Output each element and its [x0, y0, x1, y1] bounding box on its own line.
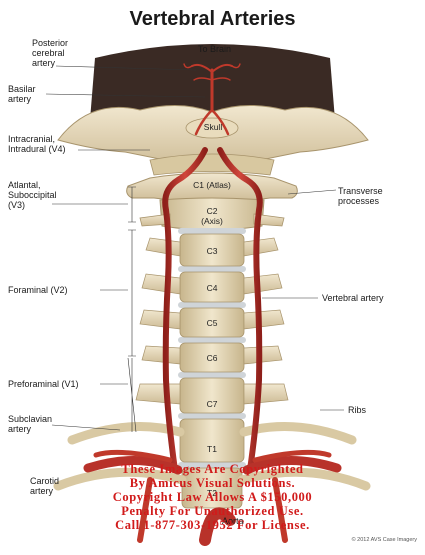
label-v4-segment: Intracranial, Intradural (V4): [8, 134, 66, 154]
label-v3-segment: Atlantal, Suboccipital (V3): [8, 180, 57, 210]
copyright-watermark: These Images Are Copyrighted By Amicus V…: [0, 462, 425, 532]
watermark-line: Penalty For Unauthorized Use.: [121, 504, 304, 518]
watermark-line: These Images Are Copyrighted: [121, 462, 304, 476]
label-vertebra-c2: C2 (Axis): [201, 206, 223, 226]
label-carotid-artery: Carotid artery: [30, 476, 60, 496]
label-skull: Skull: [203, 122, 223, 132]
label-subclavian-artery: Subclavian artery: [8, 414, 53, 434]
label-vertebra-c7: C7: [206, 399, 218, 409]
image-credit: © 2012 AVS Case Imagery: [351, 537, 417, 543]
label-basilar-artery: Basilar artery: [8, 84, 36, 104]
label-vertebra-t1: T1: [207, 444, 217, 454]
label-vertebra-c6: C6: [206, 353, 218, 363]
label-vertebra-c1: C1 (Atlas): [193, 180, 231, 190]
vertebral-arteries: [162, 147, 263, 473]
label-v2-segment: Foraminal (V2): [8, 285, 68, 295]
great-vessels: [83, 449, 342, 546]
label-ribs: Ribs: [348, 405, 367, 415]
label-vertebra-t2: T2: [207, 488, 217, 498]
label-vertebral-artery: Vertebral artery: [322, 293, 384, 303]
label-vertebra-c4: C4: [206, 283, 218, 293]
label-to-brain: To Brain: [198, 44, 232, 54]
label-v1-segment: Preforaminal (V1): [8, 379, 79, 389]
watermark-line: Call 1-877-303-1952 For License.: [115, 518, 310, 532]
brain-arteries: [183, 63, 241, 136]
label-vertebra-c5: C5: [206, 318, 218, 328]
label-vertebra-c3: C3: [206, 246, 218, 256]
label-posterior-cerebral-artery: Posterior cerebral artery: [32, 38, 69, 68]
watermark-line: By Amicus Visual Solutions.: [129, 476, 296, 490]
leader-lines: [45, 65, 344, 433]
label-aorta: Aorta: [222, 516, 244, 526]
page-title: Vertebral Arteries: [129, 8, 296, 30]
label-transverse-processes: Transverse processes: [338, 186, 383, 206]
watermark-line: Copyright Law Allows A $150,000: [112, 490, 313, 504]
